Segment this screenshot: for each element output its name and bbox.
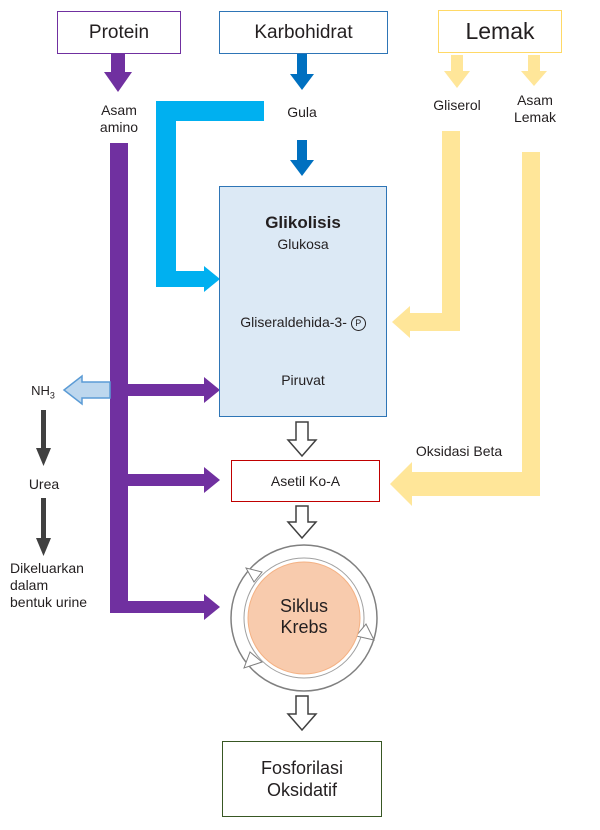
lemak-label: Lemak xyxy=(465,18,535,44)
karbohidrat-to-gula-arrow xyxy=(290,54,314,90)
urea-label: Urea xyxy=(28,476,60,492)
nh3-arrow xyxy=(62,374,111,406)
glikolisis-box xyxy=(219,186,387,417)
gliserol-label: Gliserol xyxy=(433,97,481,113)
asam-lemak-to-asetil-arrow xyxy=(390,152,540,506)
asetil-koa-box: Asetil Ko-A xyxy=(231,460,380,502)
nh3-to-urea-arrow xyxy=(36,410,51,466)
piruvat-label: Piruvat xyxy=(281,372,325,388)
lemak-to-gliserol-arrow xyxy=(444,55,470,88)
phosphate-icon: P xyxy=(350,316,366,331)
protein-to-asam-amino-arrow xyxy=(104,54,132,92)
glikolisis-title: Glikolisis xyxy=(265,213,341,232)
urea-to-urine-arrow xyxy=(36,498,51,556)
krebs-core xyxy=(247,561,361,675)
gula-label: Gula xyxy=(287,104,317,120)
gliserol-to-gliseraldehida-arrow xyxy=(392,131,460,338)
krebs-cycle-ring xyxy=(230,544,378,692)
protein-box: Protein xyxy=(57,11,181,54)
krebs-to-fosforilasi-arrow xyxy=(286,695,318,732)
krebs-label: Siklus Krebs xyxy=(279,596,328,637)
karbohidrat-box: Karbohidrat xyxy=(219,11,388,54)
gula-to-glikolisis-arrow xyxy=(290,140,314,176)
asam-lemak-label: Asam Lemak xyxy=(513,92,557,125)
nh3-label: NH3 xyxy=(31,383,55,401)
gula-to-glukosa-bracket-arrow xyxy=(156,101,264,292)
gliseraldehida-label: Gliseraldehida-3- P xyxy=(219,314,387,331)
oksidasi-beta-label: Oksidasi Beta xyxy=(415,443,503,459)
piruvat-to-asetil-arrow xyxy=(286,421,318,458)
lemak-to-asam-lemak-arrow xyxy=(521,55,547,86)
glukosa-label: Glukosa xyxy=(277,236,329,252)
lemak-box: Lemak xyxy=(438,10,562,53)
asetil-koa-label: Asetil Ko-A xyxy=(270,473,341,489)
fosforilasi-box: Fosforilasi Oksidatif xyxy=(222,741,382,817)
karbohidrat-label: Karbohidrat xyxy=(254,21,353,43)
asam-amino-to-asetil-arrow xyxy=(128,467,220,493)
asam-amino-to-krebs-arrow xyxy=(128,594,220,620)
asam-amino-to-piruvat-arrow xyxy=(128,377,220,403)
asam-amino-label: Asam amino xyxy=(99,102,139,135)
excretion-label: Dikeluarkan dalam bentuk urine xyxy=(10,560,88,610)
protein-label: Protein xyxy=(88,21,150,43)
asetil-to-krebs-arrow xyxy=(286,505,318,540)
asam-amino-trunk xyxy=(110,143,128,613)
